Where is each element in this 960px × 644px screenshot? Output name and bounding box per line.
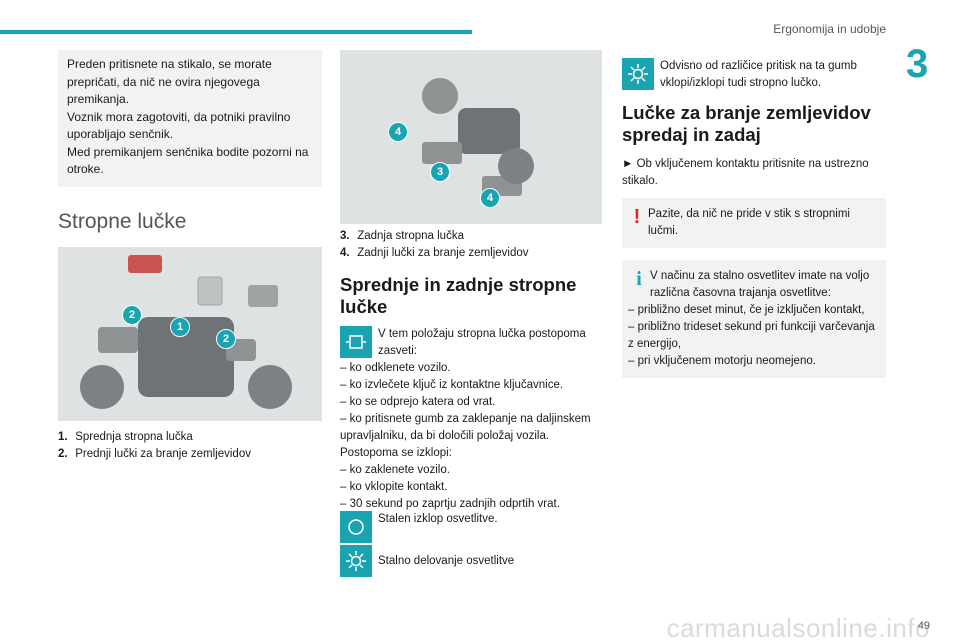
warning-line: uporabljajo senčnik.: [67, 127, 174, 141]
rear-ceiling-light-photo: 4 3 4: [340, 50, 602, 224]
list-off-item: – ko zaklenete vozilo.: [340, 464, 450, 476]
photo-badge: 2: [122, 304, 142, 325]
page-number: 49: [917, 620, 930, 632]
warning-note: ! Pazite, da nič ne pride v stik s strop…: [622, 198, 886, 248]
warning-line: premikanja.: [67, 92, 130, 106]
caption-list: 1. Sprednja stropna lučka 2. Prednji luč…: [58, 429, 322, 463]
chapter-number: 3: [906, 42, 929, 86]
warning-note-text: Pazite, da nič ne pride v stik s stropni…: [648, 208, 850, 237]
door-mode-text: V tem položaju stropna lučka postopoma z…: [378, 328, 586, 357]
caption-item: 3. Zadnja stropna lučka: [340, 230, 464, 242]
rear-console-illustration: [340, 50, 602, 224]
front-ceiling-light-photo: 2 1 2: [58, 246, 322, 421]
on-mode-text: Stalno delovanje osvetlitve: [378, 555, 515, 567]
off-intro: Postopoma se izklopi:: [340, 447, 452, 459]
sun-button-text: Odvisno od različice pritisk na ta gumb …: [660, 60, 857, 89]
caption-item: 4. Zadnji lučki za branje zemljevidov: [340, 247, 529, 259]
sun-button-row: Odvisno od različice pritisk na ta gumb …: [622, 58, 886, 92]
list-on-item: – ko pritisnete gumb za zaklepanje na da…: [340, 413, 591, 442]
list-on-item: – ko odklenete vozilo.: [340, 362, 451, 374]
warning-line: Med premikanjem senčnika bodite pozorni …: [67, 144, 309, 159]
column-2: 4 3 4 3. Zadnja stropna lučka 4. Zadnji …: [340, 50, 602, 577]
off-mode-icon: [340, 511, 372, 543]
warning-box: Preden pritisnete na stikalo, se morate …: [58, 50, 322, 187]
off-mode-text: Stalen izklop osvetlitve.: [378, 513, 498, 525]
list-on-item: – ko izvlečete ključ iz kontaktne ključa…: [340, 379, 564, 391]
warning-line: Preden pritisnete na stikalo, se morate: [67, 57, 272, 71]
warning-line: prepričati, da nič ne ovira njegovega: [67, 74, 260, 89]
caption-item: 2. Prednji lučki za branje zemljevidov: [58, 447, 251, 460]
list-off-item: – 30 sekund po zaprtju zadnjih odprtih v…: [340, 498, 560, 510]
warning-exclamation-icon: !: [633, 206, 641, 228]
front-console-illustration: [58, 246, 322, 421]
on-mode-icon: [340, 545, 372, 577]
header-accent-bar: [0, 30, 472, 34]
list-off-item: – ko vklopite kontakt.: [340, 481, 448, 493]
warning-line: otroke.: [67, 162, 104, 176]
on-mode-row: Stalno delovanje osvetlitve: [340, 545, 602, 577]
caption-list: 3. Zadnja stropna lučka 4. Zadnji lučki …: [340, 228, 602, 262]
info-icon: i: [636, 268, 642, 290]
info-intro: V načinu za stalno osvetlitev imate na v…: [650, 270, 870, 299]
column-3: Odvisno od različice pritisk na ta gumb …: [622, 50, 886, 378]
sun-icon: [622, 58, 654, 90]
info-item: – pri vključenem motorju neomejeno.: [628, 355, 816, 367]
page-header-title: Ergonomija in udobje: [773, 22, 886, 36]
off-mode-row: Stalen izklop osvetlitve.: [340, 511, 602, 543]
photo-badge: 1: [170, 316, 190, 337]
info-item: – približno trideset sekund pri funkciji…: [628, 321, 875, 350]
section-title: Stropne lučke: [58, 209, 187, 233]
photo-badge: 4: [480, 188, 500, 208]
info-item: – približno deset minut, če je izključen…: [628, 304, 865, 316]
section-heading: Lučke za branje zemljevidov spredaj in z…: [622, 102, 871, 145]
photo-badge: 4: [388, 122, 408, 142]
photo-badge: 3: [430, 162, 450, 182]
section-heading: Sprednje in zadnje stropne lučke: [340, 274, 577, 317]
caption-item: 1. Sprednja stropna lučka: [58, 430, 193, 443]
watermark: carmanualsonline.info: [666, 613, 930, 643]
door-mode-icon: [340, 326, 372, 358]
door-mode-row: V tem položaju stropna lučka postopoma z…: [340, 326, 602, 360]
column-1: Preden pritisnete na stikalo, se morate …: [58, 50, 322, 463]
list-on-item: – ko se odprejo katera od vrat.: [340, 396, 496, 408]
warning-line: Voznik mora zagotoviti, da potniki pravi…: [67, 109, 291, 124]
info-note: i V načinu za stalno osvetlitev imate na…: [622, 260, 886, 378]
instruction-text: ► Ob vključenem kontaktu pritisnite na u…: [622, 158, 869, 187]
photo-badge: 2: [216, 328, 236, 349]
